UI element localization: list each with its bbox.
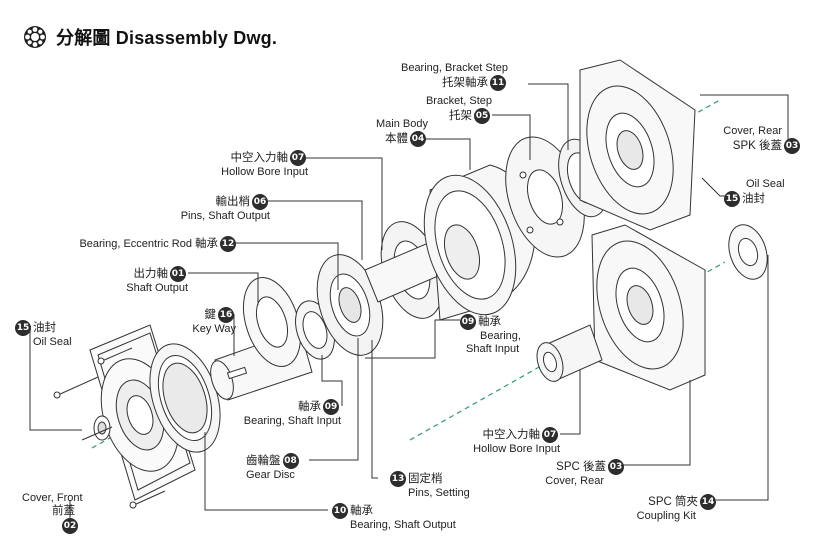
label-cn: 鍵 [204, 308, 217, 321]
part-number-badge: 09 [323, 399, 339, 415]
page-title: 分解圖 Disassembly Dwg. [56, 28, 278, 48]
part-number-badge: 08 [282, 453, 299, 469]
label-cover-front: Cover, Front 前蓋 02 [22, 492, 83, 534]
label-cn: 托架軸承 [442, 76, 488, 89]
label-cn: 軸承 [298, 400, 321, 413]
label-cn: 齒輪盤 [246, 454, 281, 467]
part-number-badge: 14 [700, 494, 716, 510]
label-cn: 本體 [385, 132, 408, 145]
label-en: Bearing, Bracket Step [400, 62, 508, 74]
label-en: Cover, Rear [545, 475, 604, 487]
label-cn: 固定梢 [408, 472, 443, 485]
label-en: Pins, Shaft Output [180, 210, 270, 222]
part-number-badge: 07 [542, 427, 558, 443]
label-cn: 托架 [449, 109, 472, 122]
label-en: Shaft Output [126, 282, 188, 294]
hollow-bore-input-lower-part [536, 324, 603, 382]
part-number-badge: 10 [332, 503, 348, 519]
label-en: Bearing, Eccentric Rod [79, 237, 192, 250]
label-cn: 油封 [33, 321, 56, 334]
part-number-badge: 02 [62, 518, 78, 534]
label-en: Hollow Bore Input [221, 166, 308, 178]
label-cn: 軸承 [478, 315, 501, 328]
label-en: Bearing, Shaft Input [243, 415, 341, 427]
spc-rear-cover-part [591, 224, 706, 391]
label-en: Coupling Kit [636, 510, 696, 522]
label-en: Main Body [376, 118, 428, 130]
gear-icon [24, 26, 46, 48]
label-en: Key Way [192, 323, 236, 335]
main-body-part [423, 164, 536, 321]
label-en: Cover, Rear [723, 125, 782, 137]
label-en: Bracket, Step [425, 95, 492, 107]
label-cn: 油封 [742, 192, 765, 205]
shaft-output-part [210, 277, 313, 401]
part-number-badge: 05 [474, 108, 490, 124]
leader-lines [29, 83, 789, 518]
label-cn: 前蓋 [52, 505, 75, 517]
part-number-badge: 11 [490, 75, 506, 91]
label-cn: SPC 筒夾 [648, 495, 698, 508]
label-cn: 輸出梢 [215, 195, 251, 208]
part-number-badge: 13 [390, 471, 406, 487]
part-number-badge: 15 [724, 191, 740, 207]
spk-rear-cover-part [579, 59, 696, 231]
label-cn: 軸承 [350, 504, 373, 517]
part-number-badge: 16 [218, 307, 234, 323]
part-number-badge: 15 [15, 320, 31, 336]
part-number-badge: 03 [784, 138, 800, 154]
label-en: Cover, Front [22, 492, 83, 504]
label-cn: 出力軸 [133, 267, 169, 280]
coupling-kit-part [728, 224, 768, 280]
label-en: Oil Seal [33, 336, 72, 348]
part-number-badge: 12 [220, 236, 236, 252]
label-en: Shaft Input [466, 343, 520, 355]
part-number-badge: 03 [608, 459, 624, 475]
label-en: Bearing, Shaft Output [350, 519, 456, 531]
header: 分解圖 Disassembly Dwg. [22, 22, 277, 52]
bearing-output-part [149, 343, 221, 453]
label-cn: 中空入力軸 [482, 428, 541, 441]
part-number-badge: 04 [410, 131, 426, 147]
part-number-badge: 01 [170, 266, 186, 282]
label-en: Hollow Bore Input [473, 443, 560, 455]
part-number-badge: 06 [252, 194, 268, 210]
label-cn: 軸承 [195, 237, 218, 250]
part-number-badge: 07 [290, 150, 306, 166]
label-en: Pins, Setting [408, 487, 470, 499]
label-en: Bearing, [480, 330, 521, 342]
label-cn: SPC 後蓋 [556, 460, 606, 473]
label-cn: 中空入力軸 [230, 151, 289, 164]
label-en: Oil Seal [746, 178, 785, 190]
label-cn: SPK 後蓋 [732, 139, 782, 152]
label-en: Gear Disc [246, 469, 295, 481]
bolts [53, 347, 166, 509]
part-number-badge: 09 [460, 314, 476, 330]
